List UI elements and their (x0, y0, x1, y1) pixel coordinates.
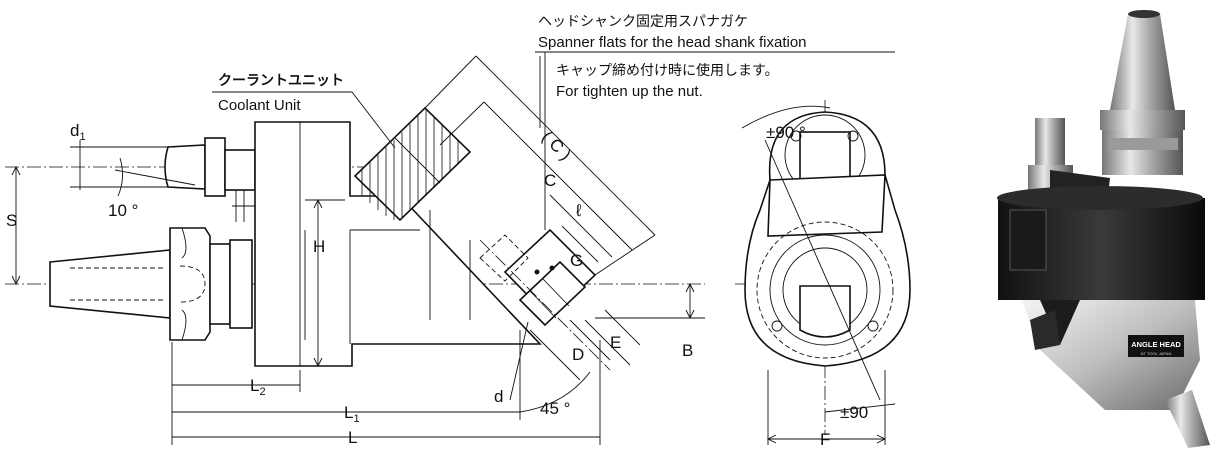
photo-badge (1128, 335, 1184, 357)
front-body-band (767, 174, 886, 237)
spanner-note-en: Spanner flats for the head shank fixatio… (538, 34, 807, 51)
g-dim-line (561, 225, 599, 263)
dim-l1-label: L1 (344, 403, 360, 425)
flange-groove (181, 227, 187, 341)
coolant-nozzle-ring (204, 137, 226, 197)
photo-flange (1100, 110, 1185, 130)
dim-d1-label: d1 (70, 121, 86, 143)
bolt-hole (771, 320, 783, 332)
nut-flat-line (529, 290, 557, 319)
front-view (735, 100, 911, 445)
spindle-dot (549, 265, 555, 271)
dim-l-label: ℓ (575, 201, 582, 220)
side-view (5, 51, 895, 445)
nut-flat-line (542, 278, 570, 307)
dim-g-label: G (570, 251, 583, 270)
c-dim-line (483, 101, 633, 251)
photo-collar (1102, 130, 1183, 175)
rotation-arc-top (741, 105, 831, 129)
clamping-nut (518, 260, 587, 327)
coolant-unit-block (353, 106, 472, 222)
dim-l-total-label: L (348, 428, 357, 447)
c-paren-dim-line (475, 55, 656, 236)
rotation-top-label: ±90 ° (766, 123, 806, 142)
dim-l2-label: L2 (250, 376, 266, 398)
bolt-hole (867, 320, 879, 332)
shank-collar (229, 239, 253, 329)
labels: ヘッドシャンク固定用スパナガケ Spanner flats for the he… (6, 14, 868, 449)
product-photo: ANGLE HEAD NT TOOL JAPAN (997, 10, 1210, 448)
bolt-hole (790, 130, 802, 142)
dim-d-label: d (494, 387, 503, 406)
spindle-nose (479, 228, 611, 371)
nut-outer-circle (769, 234, 881, 346)
photo-housing-shadow (1040, 300, 1080, 345)
shank-flange (169, 227, 211, 341)
coolant-note-jp: クーラントユニット (218, 73, 344, 89)
photo-side-plate (1009, 209, 1047, 271)
spindle-hidden-outline (479, 234, 529, 282)
dim-angle-45-label: 45 ° (540, 399, 570, 418)
rotation-axis-line (764, 139, 881, 401)
head-body (254, 121, 542, 367)
photo-taper-top (1128, 10, 1160, 18)
photo-taper (1110, 14, 1175, 110)
dim-angle-10-label: 10 ° (108, 201, 138, 220)
cap-note-jp: キャップ締め付け時に使用します。 (556, 62, 779, 79)
rotation-arc-bottom (824, 403, 896, 413)
pull-stud-hidden (179, 265, 206, 303)
rotation-bottom-label: ±90 (840, 403, 868, 422)
dim-d-cap-label: D (572, 345, 584, 364)
coolant-unit (353, 106, 472, 222)
taper-shank (49, 249, 171, 319)
photo-badge-subtext: NT TOOL JAPAN (1141, 351, 1172, 356)
shank-neck (209, 243, 231, 325)
coolant-note-en: Coolant Unit (218, 97, 301, 114)
tool-axis-center-line (479, 239, 611, 371)
photo-tool-tip (1165, 390, 1210, 448)
dim-f-label: F (820, 430, 830, 449)
coolant-nozzle-base (224, 149, 256, 191)
dim-c-label: C (544, 171, 556, 190)
dim-h-label: H (313, 237, 325, 256)
coolant-leader (351, 91, 396, 149)
dim-e-label: E (610, 333, 621, 352)
cap-note-en: For tighten up the nut. (556, 83, 703, 100)
photo-body-top (997, 186, 1203, 210)
spanner-note-jp: ヘッドシャンク固定用スパナガケ (538, 14, 748, 30)
dim-b-label: B (682, 341, 693, 360)
photo-badge-text: ANGLE HEAD (1131, 340, 1181, 349)
front-collet (799, 285, 851, 338)
spindle-dot (534, 269, 540, 275)
rotation-hidden-circle (756, 221, 894, 359)
dim-s-label: S (6, 211, 17, 230)
coolant-unit-split-line (394, 137, 441, 184)
dim-c-paren-label: ( C ) (538, 127, 575, 164)
photo-black-body (998, 198, 1205, 300)
bolt-hole (847, 130, 859, 142)
photo-collar-label (1108, 138, 1178, 150)
l-dim-line (549, 194, 613, 258)
photo-side-knob (1030, 310, 1060, 350)
side-dimensions (11, 55, 705, 445)
coolant-nozzle (164, 144, 206, 190)
photo-coolant-stub (1035, 118, 1065, 168)
